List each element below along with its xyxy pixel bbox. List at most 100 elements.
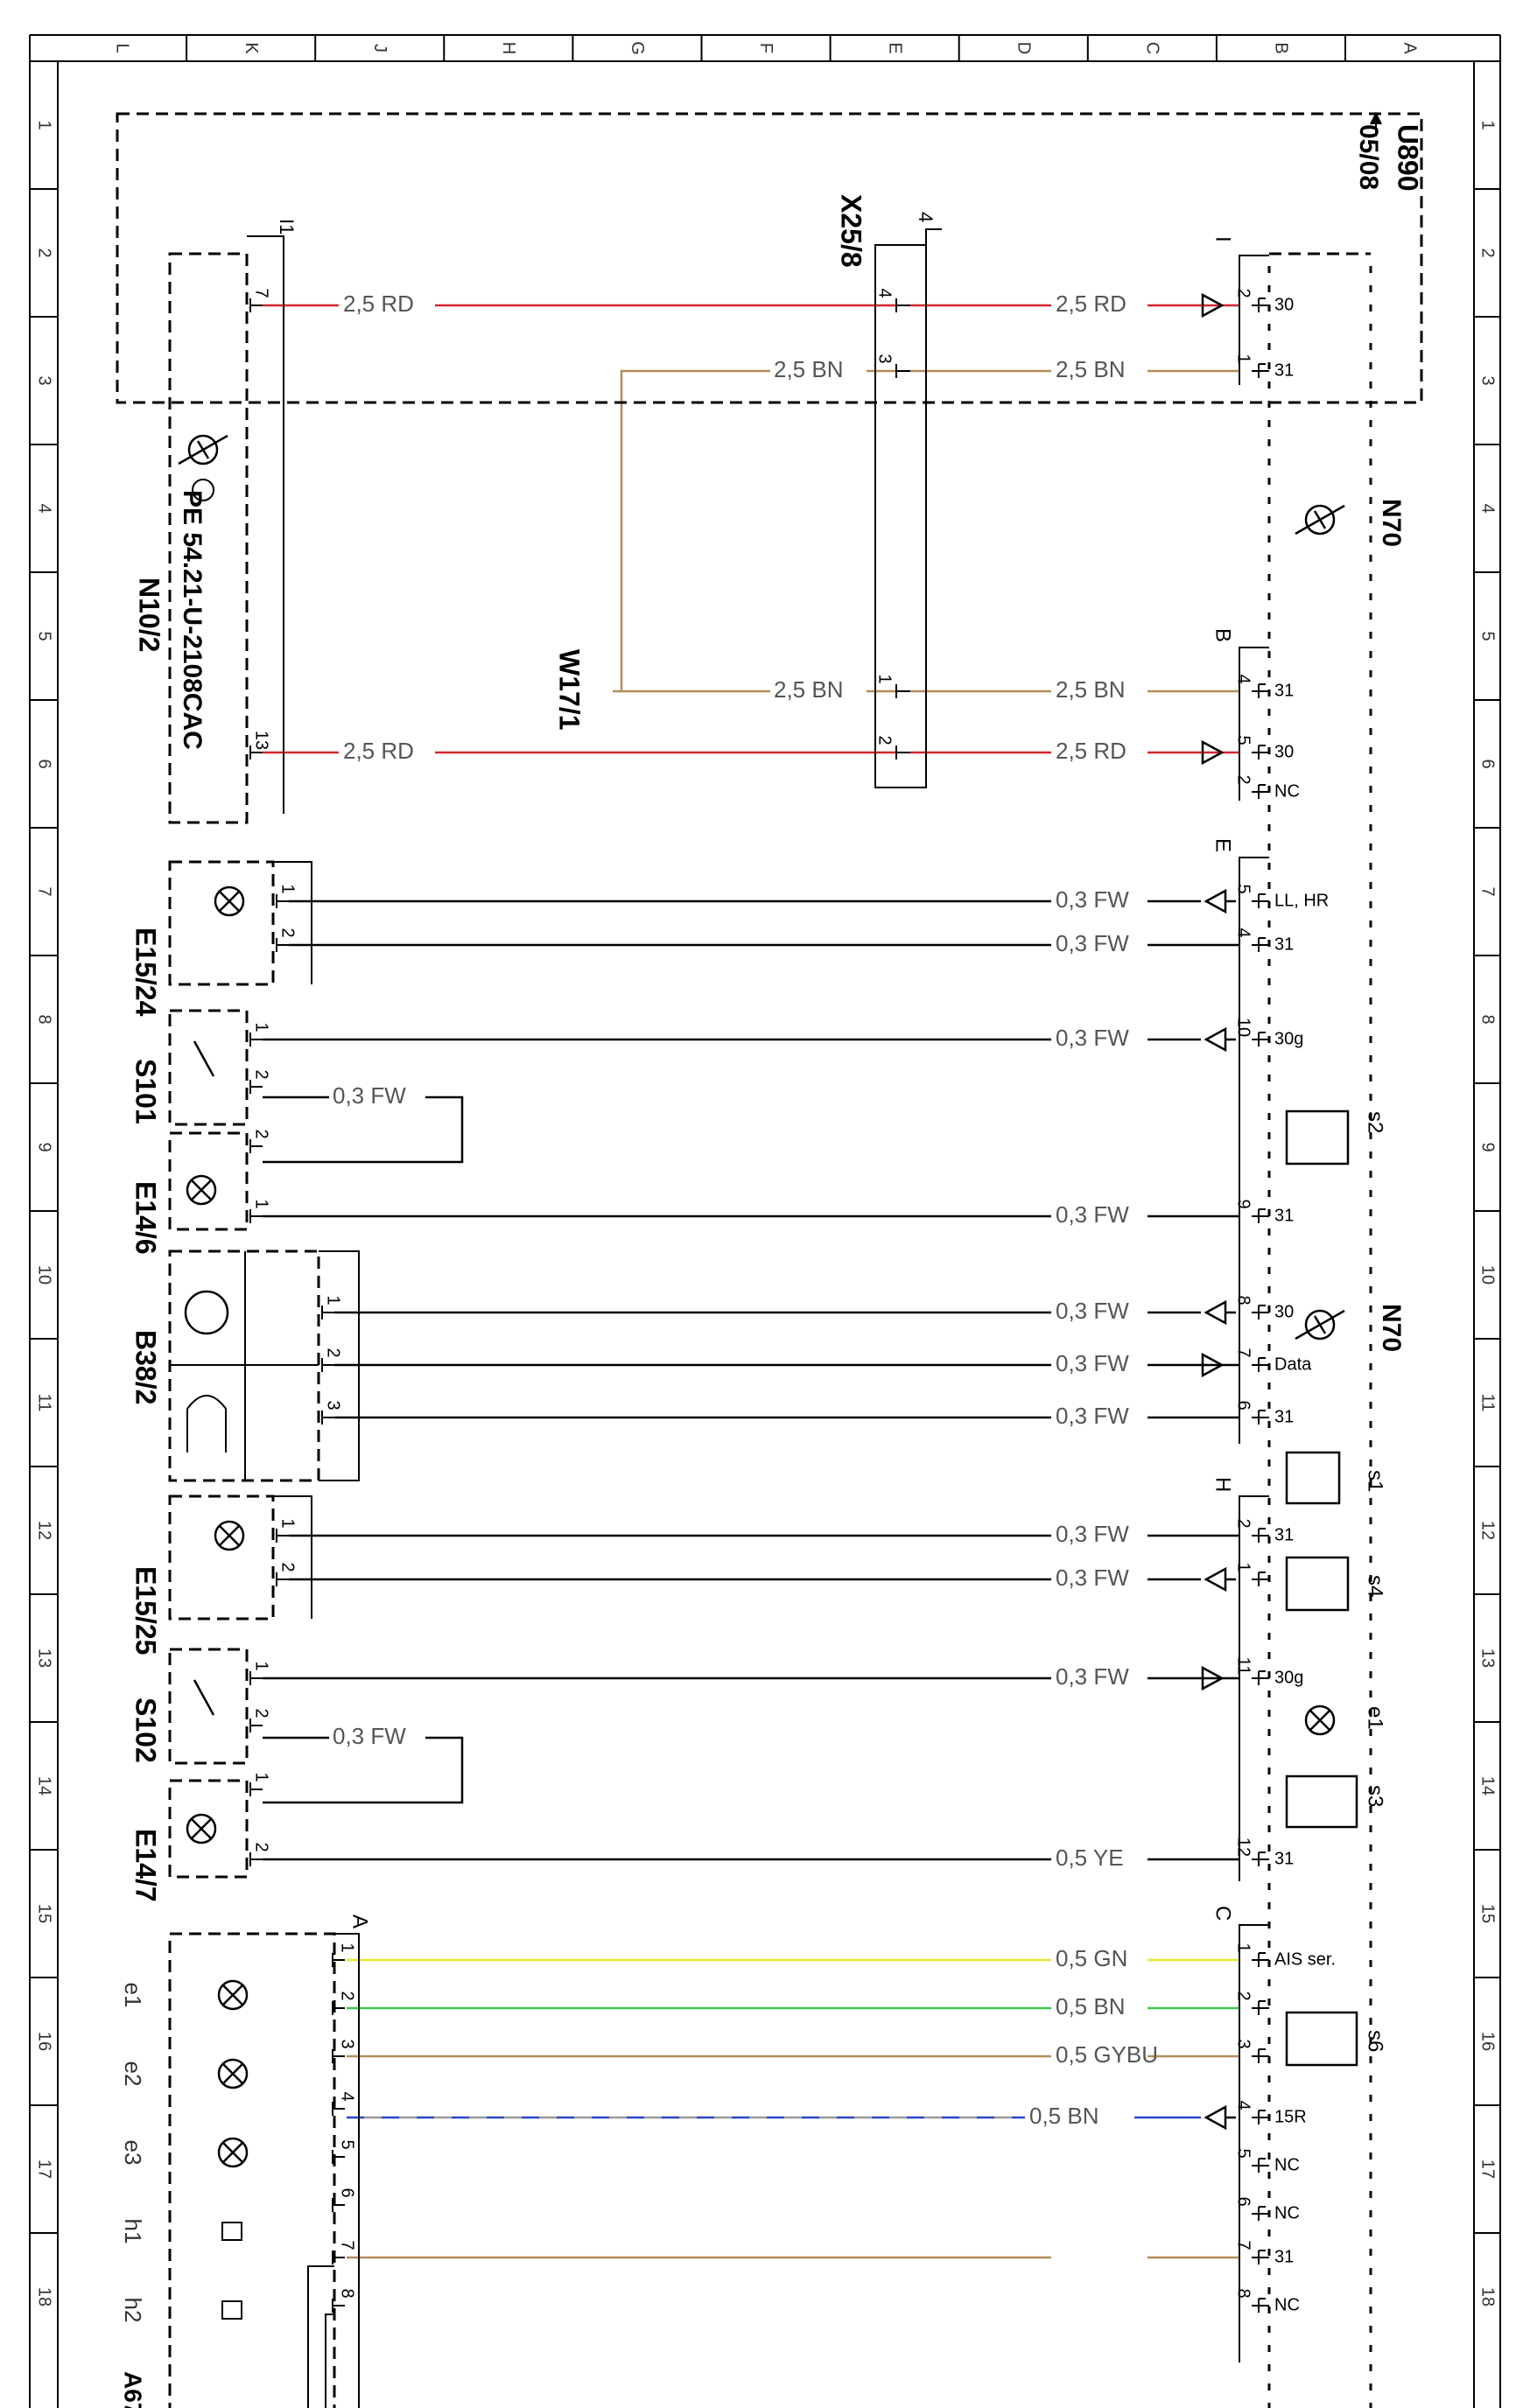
column-label: A (1400, 42, 1420, 54)
row-label-left: 10 (35, 1265, 54, 1284)
n70-pin-C8-terminal: NC (1274, 2295, 1300, 2314)
n70-pin-C5-terminal: 31 (1274, 2247, 1294, 2266)
n70-pin-E9-contact (1258, 1208, 1266, 1223)
drawing-frame (29, 34, 1501, 2408)
control-unit-icon (187, 434, 219, 466)
e15-25-pin-2 (276, 1572, 289, 1586)
n70-s6-button (1285, 2011, 1358, 2067)
lamp-icon-x2 (191, 1818, 212, 1839)
wire-3-label: 2,5 BN (774, 356, 844, 382)
n70-s1-button (1285, 1451, 1341, 1505)
s101-boundary (168, 1009, 249, 1126)
row-label-left: 14 (35, 1776, 54, 1796)
n70-pin-H1-contact (1258, 1572, 1266, 1586)
n70-pin-E9-number: 9 (1234, 1199, 1253, 1208)
n70-pin-E4-contact (1258, 937, 1266, 952)
n70-pin-E4-terminal: 31 (1274, 934, 1294, 954)
lamp-icon (214, 886, 245, 917)
x25-8-label: X25/8 (836, 194, 867, 268)
a67-pin-3 (332, 2049, 345, 2063)
row-label-right: 18 (1478, 2287, 1498, 2306)
e15-25-conn (273, 1495, 312, 1619)
a67-pin-4-num: 4 (338, 2091, 357, 2101)
lamp-icon-x2 (222, 1984, 243, 2006)
row-label-left: 12 (35, 1521, 54, 1540)
x25-pin-2 (895, 746, 910, 760)
n70-pin-E7-terminal: Data (1274, 1354, 1312, 1374)
n70-pin-E6-contact (1258, 1410, 1266, 1424)
a67-pin-5-num: 5 (338, 2139, 357, 2149)
lamp-icon-x2 (1309, 1710, 1330, 1731)
n70-pin-C6-contact (1258, 2206, 1266, 2221)
e14-6-label: E14/6 (130, 1181, 162, 1255)
u890-boundary (116, 112, 1423, 404)
e14-7-pin-1 (249, 1782, 263, 1796)
row-label-right: 16 (1478, 2032, 1498, 2051)
e14-7-label: E14/7 (130, 1829, 162, 1902)
control-unit-icon-tick (196, 440, 210, 459)
n10-2-boundary (168, 252, 249, 824)
e1-label: e1 (1364, 1706, 1387, 1730)
column-label: K (242, 42, 261, 54)
n70-pin-C1-number: 1 (1234, 1942, 1253, 1952)
wire-13-label: 0,3 FW (1056, 1201, 1129, 1228)
connector-C (1239, 1924, 1269, 2362)
row-label-left: 1 (35, 120, 54, 130)
lamp-icon (217, 1979, 249, 2011)
wire-21-label: 0,5 YE (1056, 1844, 1124, 1871)
s101-pin-1 (249, 1032, 263, 1046)
u890-label: U890 (1393, 124, 1424, 192)
a67-label: A67 (120, 2371, 147, 2408)
a67-pin-7-num: 7 (338, 2240, 357, 2250)
a67-pin-6 (332, 2198, 345, 2212)
lamp-icon (217, 2058, 249, 2090)
row-label-right: 11 (1478, 1394, 1498, 1412)
n70-pin-I2-number: 2 (1234, 288, 1253, 298)
connector-I (1239, 255, 1269, 385)
a67-item-h1: h1 (120, 2219, 146, 2244)
x25-pin-1-num: 1 (875, 674, 895, 683)
column-label: J (370, 44, 390, 52)
n70-pin-I1-terminal: 31 (1274, 360, 1294, 380)
n70-pin-H11-terminal: 30g (1274, 1668, 1303, 1687)
row-label-left: 13 (35, 1648, 54, 1668)
n70-pin-E7-number: 7 (1234, 1348, 1253, 1357)
column-label: C (1143, 42, 1162, 54)
column-label: F (756, 43, 776, 53)
connector-E (1239, 857, 1269, 1444)
a67-pin-5 (332, 2150, 345, 2164)
e15-24-pin-2 (276, 938, 289, 952)
wire-11-label: 0,3 FW (1056, 1025, 1129, 1051)
b38-2-pin-1 (321, 1306, 334, 1320)
a67-item-e3: e3 (120, 2140, 146, 2166)
a67-item-e2: e2 (120, 2062, 146, 2087)
e14-7-pin-2 (249, 1852, 263, 1866)
n70-pin-C8-contact (1258, 2298, 1266, 2313)
n70-pin-C5-contact (1258, 2250, 1266, 2264)
column-label: B (1272, 42, 1291, 53)
lamp-icon-x2 (222, 2142, 243, 2163)
n10-pin-7-num: 7 (252, 288, 271, 298)
n70-pin-C5-number: 7 (1234, 2240, 1253, 2250)
row-label-right: 1 (1478, 120, 1498, 130)
row-label-left: 6 (35, 759, 54, 768)
n70-pin-C1-terminal: AIS ser. (1274, 1950, 1336, 1969)
e15-25-pin-2-num: 2 (278, 1562, 298, 1572)
row-label-right: 10 (1478, 1265, 1498, 1284)
e15-24-boundary (168, 860, 275, 986)
row-label-right: 3 (1478, 375, 1498, 385)
row-label-right: 4 (1478, 503, 1498, 513)
wire-19-arrow (1201, 1665, 1225, 1691)
wire-14-label: 0,3 FW (1056, 1298, 1129, 1324)
wire-18-arrow (1204, 1566, 1236, 1592)
s102-pin-2-num: 2 (252, 1708, 271, 1718)
x25-pin-3-num: 3 (875, 354, 895, 363)
row-label-left: 15 (35, 1904, 54, 1923)
a67-pin-7 (332, 2250, 345, 2264)
connector-I-label: I (1211, 236, 1235, 242)
wire-9-label: 0,3 FW (1056, 886, 1129, 913)
s101-pin-1-num: 1 (252, 1022, 271, 1032)
a67-item-e1: e1 (120, 1983, 146, 2008)
wire-6-label: 2,5 BN (1056, 676, 1126, 703)
